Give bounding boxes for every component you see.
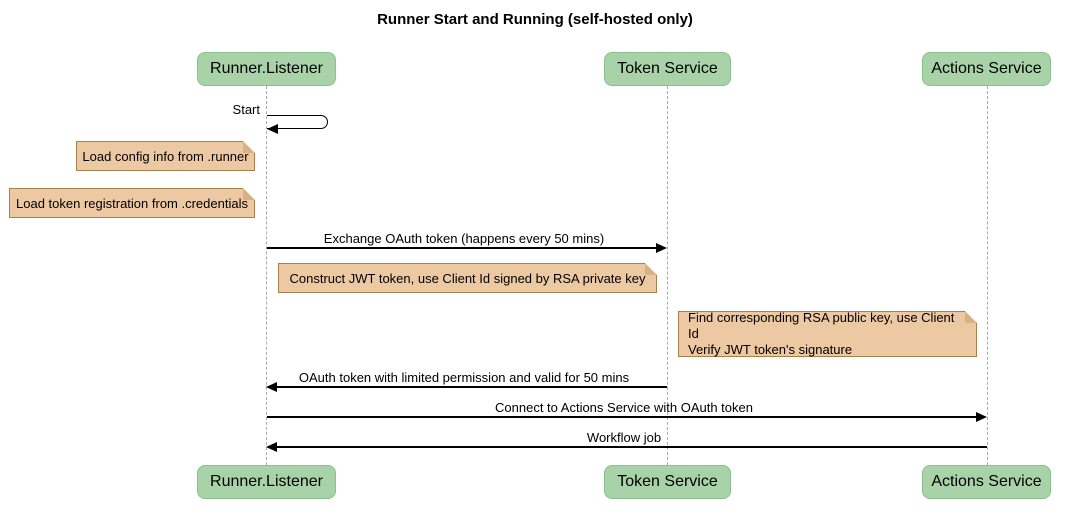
arrowhead-right-icon xyxy=(976,412,987,422)
actor-runner-listener-top: Runner.Listener xyxy=(197,52,336,86)
note-verify-jwt: Find corresponding RSA public key, use C… xyxy=(678,310,977,357)
actor-label: Actions Service xyxy=(931,473,1042,490)
arrowhead-left-icon xyxy=(266,442,277,452)
actor-label: Token Service xyxy=(617,60,718,77)
actor-label: Runner.Listener xyxy=(210,60,323,77)
message-line xyxy=(276,446,987,448)
note-text: Find corresponding RSA public key, use C… xyxy=(688,310,955,357)
lifeline-actions-service xyxy=(987,86,988,465)
note-load-config: Load config info from .runner xyxy=(76,141,255,171)
message-label-exchange-oauth: Exchange OAuth token (happens every 50 m… xyxy=(323,231,605,246)
arrowhead-right-icon xyxy=(656,243,667,253)
arrowhead-left-icon xyxy=(267,124,278,134)
message-line xyxy=(267,416,977,418)
note-text: Load token registration from .credential… xyxy=(16,195,248,211)
message-label-start: Start xyxy=(232,102,260,117)
message-line xyxy=(267,247,658,249)
note-construct-jwt: Construct JWT token, use Client Id signe… xyxy=(278,263,657,293)
actor-token-service-bottom: Token Service xyxy=(604,465,731,499)
arrowhead-left-icon xyxy=(266,382,277,392)
note-text: Load config info from .runner xyxy=(82,148,249,164)
diagram-title: Runner Start and Running (self-hosted on… xyxy=(377,11,693,28)
actor-label: Token Service xyxy=(617,473,718,490)
actor-token-service-top: Token Service xyxy=(604,52,731,86)
lifeline-runner-listener xyxy=(266,86,267,465)
actor-label: Actions Service xyxy=(931,60,1042,77)
message-line xyxy=(276,386,667,388)
message-label-oauth-return: OAuth token with limited permission and … xyxy=(298,370,630,385)
actor-actions-service-bottom: Actions Service xyxy=(922,465,1051,499)
self-message-loop xyxy=(267,115,328,129)
message-label-connect-actions: Connect to Actions Service with OAuth to… xyxy=(495,400,753,415)
message-label-workflow-job: Workflow job xyxy=(586,430,662,445)
actor-actions-service-top: Actions Service xyxy=(922,52,1051,86)
note-load-token-registration: Load token registration from .credential… xyxy=(9,188,255,218)
lifeline-token-service xyxy=(667,86,668,465)
actor-label: Runner.Listener xyxy=(210,473,323,490)
note-text: Construct JWT token, use Client Id signe… xyxy=(289,270,646,286)
actor-runner-listener-bottom: Runner.Listener xyxy=(197,465,336,499)
